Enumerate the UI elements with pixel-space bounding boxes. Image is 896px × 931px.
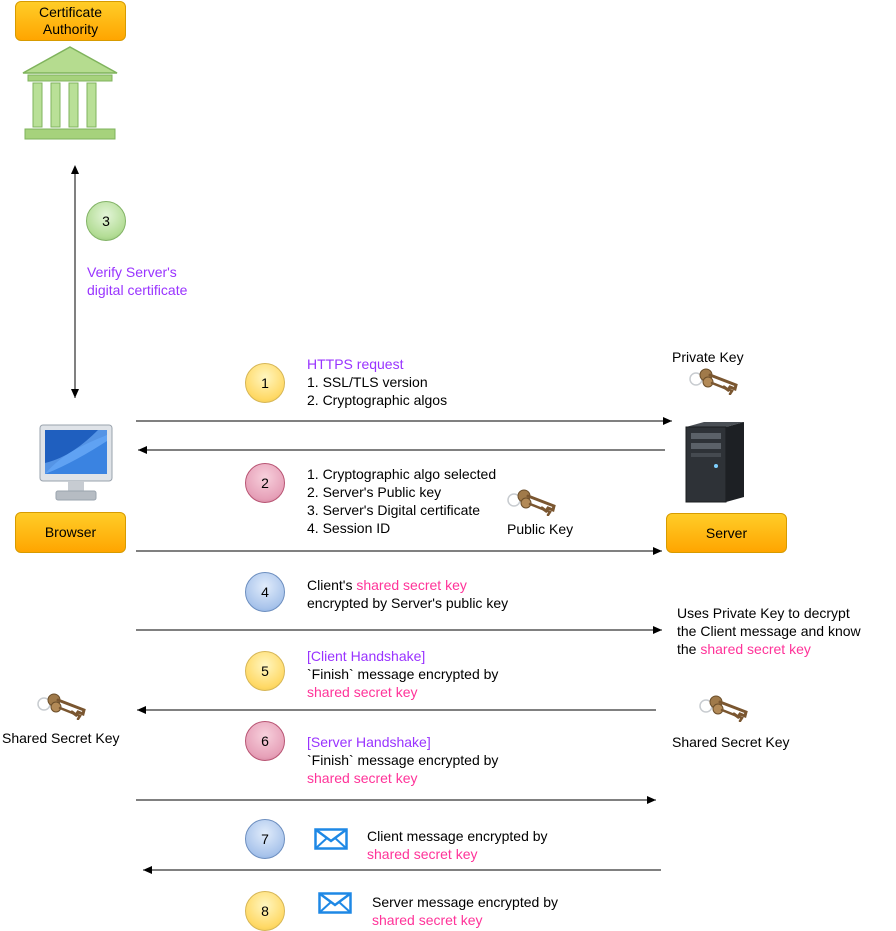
step-6-shared-key: shared secret key — [307, 770, 418, 786]
server-decrypt-line-2: the Client message and know — [677, 623, 861, 639]
step-6-number: 6 — [261, 733, 269, 749]
server-label: Server — [705, 524, 748, 541]
server-decrypt-line-1: Uses Private Key to decrypt — [677, 605, 850, 621]
step-2-item-3: 3. Server's Digital certificate — [307, 502, 481, 518]
step-2-badge: 2 — [245, 463, 285, 503]
envelope-icon — [318, 892, 352, 914]
keys-icon — [699, 695, 748, 722]
step-8-badge: 8 — [245, 891, 285, 931]
https-request-label: HTTPS request — [307, 356, 404, 372]
certificate-authority-box: Certificate Authority — [15, 1, 126, 41]
private-key-label: Private Key — [672, 349, 744, 365]
step-7-number: 7 — [261, 831, 269, 847]
step-6-badge: 6 — [245, 721, 285, 761]
keys-icon — [507, 489, 556, 516]
keys-icon — [689, 368, 738, 395]
step-5-badge: 5 — [245, 651, 285, 691]
shared-secret-key-right-label: Shared Secret Key — [672, 734, 790, 750]
step-2-item-4: 4. Session ID — [307, 520, 391, 536]
server-decrypt-prefix: the — [677, 641, 701, 657]
public-key-label: Public Key — [507, 521, 574, 537]
server-tower-icon — [685, 422, 744, 503]
shared-secret-key-left-label: Shared Secret Key — [2, 730, 120, 746]
step-4-line-2: encrypted by Server's public key — [307, 595, 509, 611]
certificate-authority-label: Certificate Authority — [38, 4, 103, 37]
browser-box: Browser — [15, 512, 126, 553]
step-8-shared-key: shared secret key — [372, 912, 483, 928]
monitor-icon — [39, 424, 113, 501]
verify-certificate-label-1: Verify Server's — [87, 264, 177, 280]
step-1-item-2: 2. Cryptographic algos — [307, 392, 448, 408]
verify-certificate-label-2: digital certificate — [87, 282, 188, 298]
step-4-number: 4 — [261, 584, 269, 600]
step-7-shared-key: shared secret key — [367, 846, 478, 862]
server-box: Server — [666, 513, 787, 553]
step-2-number: 2 — [261, 475, 269, 491]
step-7-line-1: Client message encrypted by — [367, 828, 548, 844]
step-2-item-2: 2. Server's Public key — [307, 484, 442, 500]
step-8-line-1: Server message encrypted by — [372, 894, 558, 910]
step-8-number: 8 — [261, 903, 269, 919]
step-3-number: 3 — [102, 213, 110, 229]
step-6-line-2: `Finish` message encrypted by — [307, 752, 499, 768]
keys-icon — [37, 693, 86, 720]
bank-building-icon — [22, 46, 118, 140]
server-decrypt-line-3: the shared secret key — [677, 640, 811, 658]
step-5-shared-key: shared secret key — [307, 684, 418, 700]
step-4-line-1: Client's shared secret key — [307, 576, 467, 594]
step-4-shared-key: shared secret key — [356, 577, 467, 593]
step-4-badge: 4 — [245, 572, 285, 612]
step-5-number: 5 — [261, 663, 269, 679]
step-2-item-1: 1. Cryptographic algo selected — [307, 466, 497, 482]
server-decrypt-shared-key: shared secret key — [700, 641, 811, 657]
client-handshake-label: [Client Handshake] — [307, 648, 426, 664]
envelope-icon — [314, 828, 348, 850]
step-1-number: 1 — [261, 375, 269, 391]
step-5-line-2: `Finish` message encrypted by — [307, 666, 499, 682]
step-7-badge: 7 — [245, 819, 285, 859]
step-4-prefix: Client's — [307, 577, 357, 593]
step-1-badge: 1 — [245, 363, 285, 403]
step-1-item-1: 1. SSL/TLS version — [307, 374, 428, 390]
step-3-badge: 3 — [86, 201, 126, 241]
server-handshake-label: [Server Handshake] — [307, 734, 431, 750]
browser-label: Browser — [44, 524, 97, 540]
